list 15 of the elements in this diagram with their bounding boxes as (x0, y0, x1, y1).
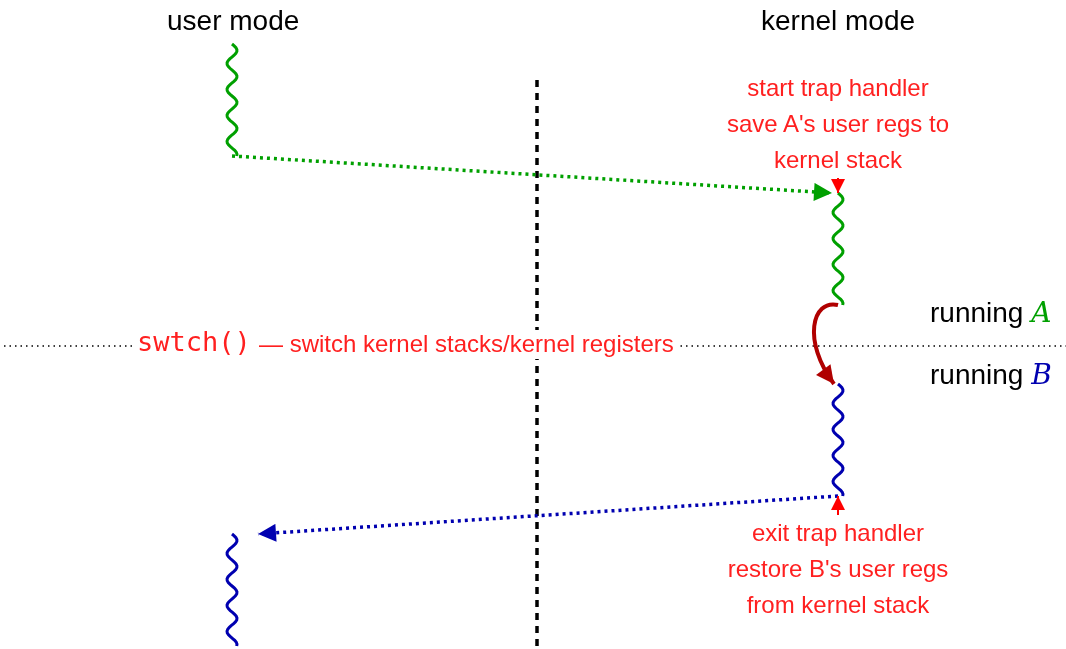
label-text: kernel mode (761, 4, 916, 38)
annotation-text: start trap handler save A's user regs to kernel stack (726, 70, 950, 178)
label-text: user mode (167, 4, 300, 38)
label-text: running A (930, 296, 1052, 330)
wavy-line (224, 44, 240, 156)
leader-line (831, 495, 845, 516)
arrow (257, 494, 839, 542)
wavy-line (830, 193, 846, 305)
wavy-line (224, 534, 240, 646)
leader-line (831, 177, 845, 194)
label-text: running B (930, 358, 1052, 392)
arrow (231, 154, 833, 201)
annotation-text: exit trap handler restore B's user regs from kernel stack (716, 515, 960, 623)
wavy-line (830, 384, 846, 496)
annotation-text: — switch kernel stacks/kernel registers (255, 330, 678, 359)
